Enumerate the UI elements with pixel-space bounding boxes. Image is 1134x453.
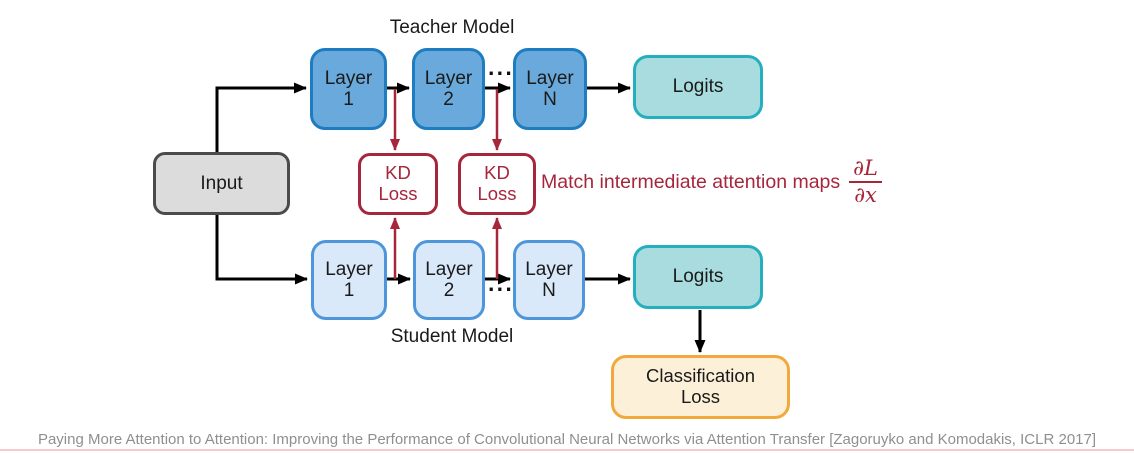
citation-caption: Paying More Attention to Attention: Impr… [37,431,1097,448]
gradient-fraction: ∂L ∂x [849,157,882,206]
student-layer-n-node: Layer N [513,240,585,320]
arrow-input-to-teacher-layer1 [215,82,307,154]
annotation-text: Match intermediate attention maps [541,170,841,193]
bottom-divider [0,449,1134,451]
teacher-logits-node: Logits [633,55,763,119]
teacher-layer-1-node: Layer 1 [310,48,387,130]
teacher-ellipsis: ··· [488,60,514,86]
teacher-layer-2-node: Layer 2 [412,48,485,130]
classification-loss-node: Classification Loss [611,355,790,419]
student-logits-node: Logits [633,245,763,309]
teacher-model-title: Teacher Model [389,17,515,38]
teacher-layer-n-node: Layer N [513,48,587,130]
student-layer-2-node: Layer 2 [413,240,485,320]
kd-loss-node-2: KD Loss [458,153,536,215]
attention-annotation: Match intermediate attention maps ∂L ∂x [541,151,882,213]
kd-loss-node-1: KD Loss [358,153,438,215]
student-layer-1-node: Layer 1 [311,240,387,320]
student-model-title: Student Model [390,326,514,347]
student-ellipsis: ··· [488,276,514,302]
arrow-input-to-student-layer1 [215,213,308,285]
fraction-numerator: ∂L [849,157,882,183]
input-node: Input [153,152,290,215]
fraction-denominator: ∂x [854,183,877,207]
